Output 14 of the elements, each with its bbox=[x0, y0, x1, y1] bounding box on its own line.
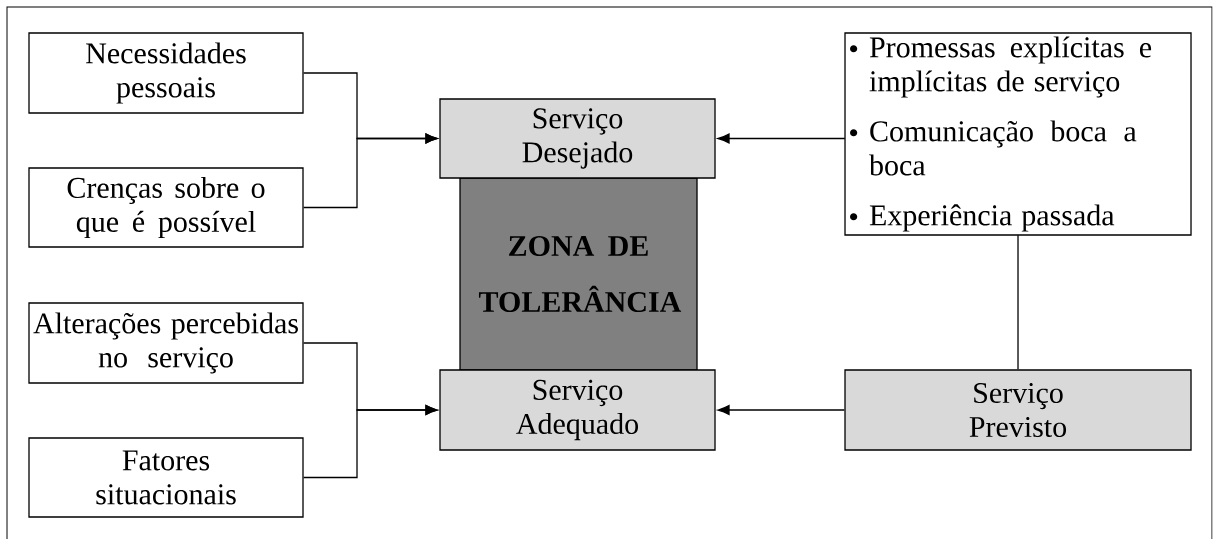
text-box: Necessidades pessoais bbox=[28, 32, 304, 114]
connector-line bbox=[1017, 234, 1019, 370]
text-box: Alterações percebidas no serviço bbox=[28, 302, 304, 384]
arrow bbox=[717, 133, 846, 144]
text-box: Serviço Adequado bbox=[439, 369, 716, 451]
text-box: Fatores situacionais bbox=[28, 437, 304, 518]
arrow bbox=[303, 133, 438, 209]
arrow bbox=[717, 405, 845, 415]
text-box: Serviço Desejado bbox=[439, 98, 716, 179]
zone-box: ZONA DE TOLERÂNCIA bbox=[459, 177, 698, 371]
arrow bbox=[303, 405, 438, 479]
text-box: Crenças sobre o que é possível bbox=[28, 167, 304, 248]
bullet-list-box: Promessas explícitas e implícitas de serviço Comunicação boca a boca Experiência passada bbox=[844, 32, 1192, 236]
text-box: Serviço Previsto bbox=[844, 369, 1192, 451]
